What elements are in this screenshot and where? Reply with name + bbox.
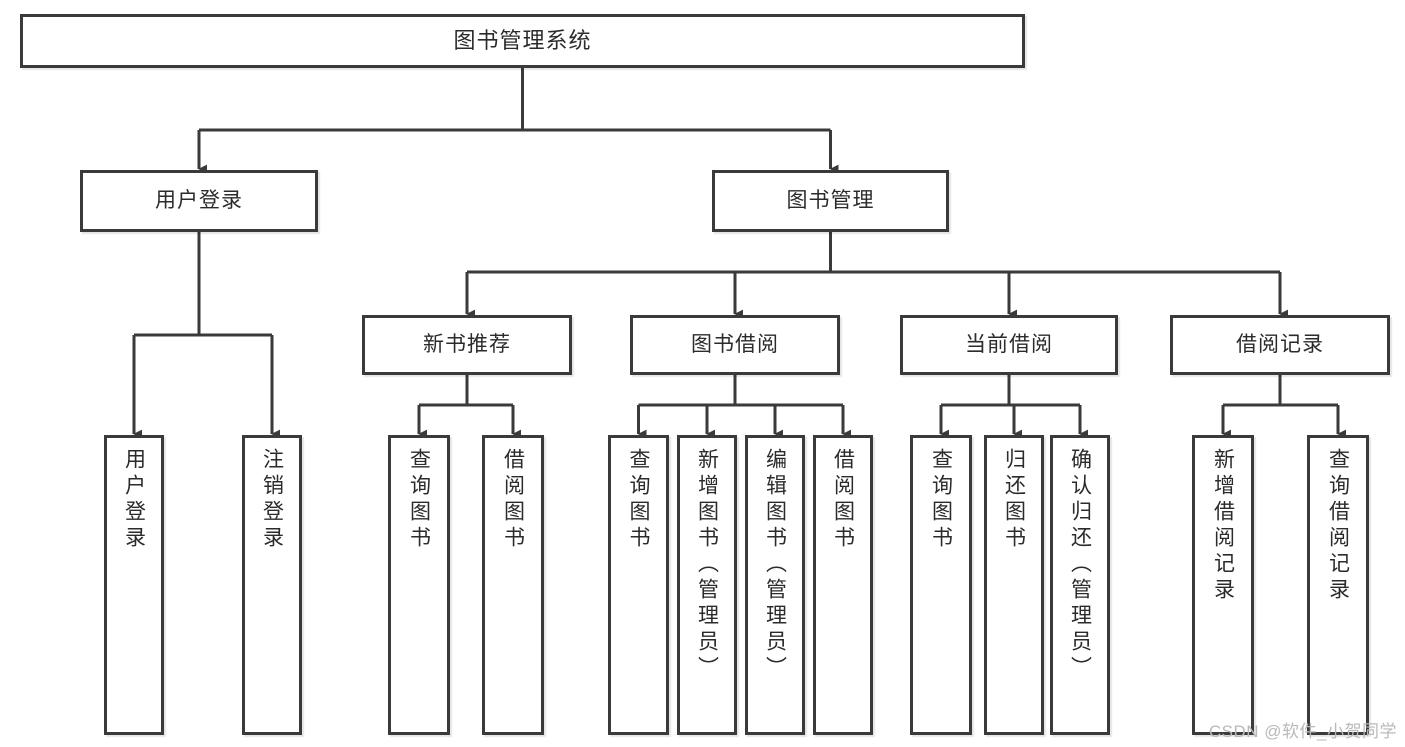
node-leaf-query-2[interactable]: 查询图书 (608, 435, 669, 735)
node-book-mgmt[interactable]: 图书管理 (712, 170, 949, 232)
edge-group (132, 68, 1347, 439)
node-label: 用户登录 (155, 188, 243, 212)
node-root[interactable]: 图书管理系统 (20, 14, 1025, 68)
node-leaf-borrow-2[interactable]: 借阅图书 (813, 435, 873, 735)
node-new-book-rec[interactable]: 新书推荐 (362, 315, 572, 375)
node-leaf-query-3[interactable]: 查询图书 (910, 435, 972, 735)
node-borrow-record[interactable]: 借阅记录 (1170, 315, 1390, 375)
node-label: 当前借阅 (965, 332, 1053, 356)
node-label: 编辑图书（管理员） (763, 448, 787, 682)
node-label: 图书借阅 (691, 332, 779, 356)
node-leaf-query-rec[interactable]: 查询借阅记录 (1307, 435, 1369, 735)
node-label: 查询图书 (929, 448, 953, 552)
node-user-login[interactable]: 用户登录 (80, 170, 318, 232)
node-leaf-add-rec[interactable]: 新增借阅记录 (1192, 435, 1254, 735)
node-leaf-query-1[interactable]: 查询图书 (388, 435, 450, 735)
node-leaf-edit-book[interactable]: 编辑图书（管理员） (745, 435, 805, 735)
node-leaf-user-login[interactable]: 用户登录 (104, 435, 164, 735)
node-label: 查询图书 (627, 448, 651, 552)
node-label: 新增图书（管理员） (695, 448, 719, 682)
node-current-borrow[interactable]: 当前借阅 (900, 315, 1118, 375)
node-label: 借阅图书 (501, 448, 525, 552)
node-leaf-confirm[interactable]: 确认归还（管理员） (1050, 435, 1110, 735)
node-label: 查询借阅记录 (1326, 448, 1350, 604)
node-label: 归还图书 (1002, 448, 1026, 552)
node-label: 借阅记录 (1236, 332, 1324, 356)
node-label: 用户登录 (122, 448, 146, 552)
node-label: 新书推荐 (423, 332, 511, 356)
node-leaf-return[interactable]: 归还图书 (984, 435, 1044, 735)
node-book-borrow[interactable]: 图书借阅 (630, 315, 840, 375)
node-label: 确认归还（管理员） (1068, 448, 1092, 682)
node-label: 借阅图书 (831, 448, 855, 552)
node-leaf-add-book[interactable]: 新增图书（管理员） (677, 435, 737, 735)
node-label: 查询图书 (407, 448, 431, 552)
node-label: 图书管理 (786, 188, 875, 212)
node-leaf-borrow-1[interactable]: 借阅图书 (482, 435, 544, 735)
watermark-text: CSDN @软件_小贺同学 (1208, 722, 1397, 741)
node-leaf-logout[interactable]: 注销登录 (242, 435, 302, 735)
node-label: 新增借阅记录 (1211, 448, 1235, 604)
node-label: 注销登录 (260, 448, 284, 552)
node-label: 图书管理系统 (453, 28, 592, 54)
